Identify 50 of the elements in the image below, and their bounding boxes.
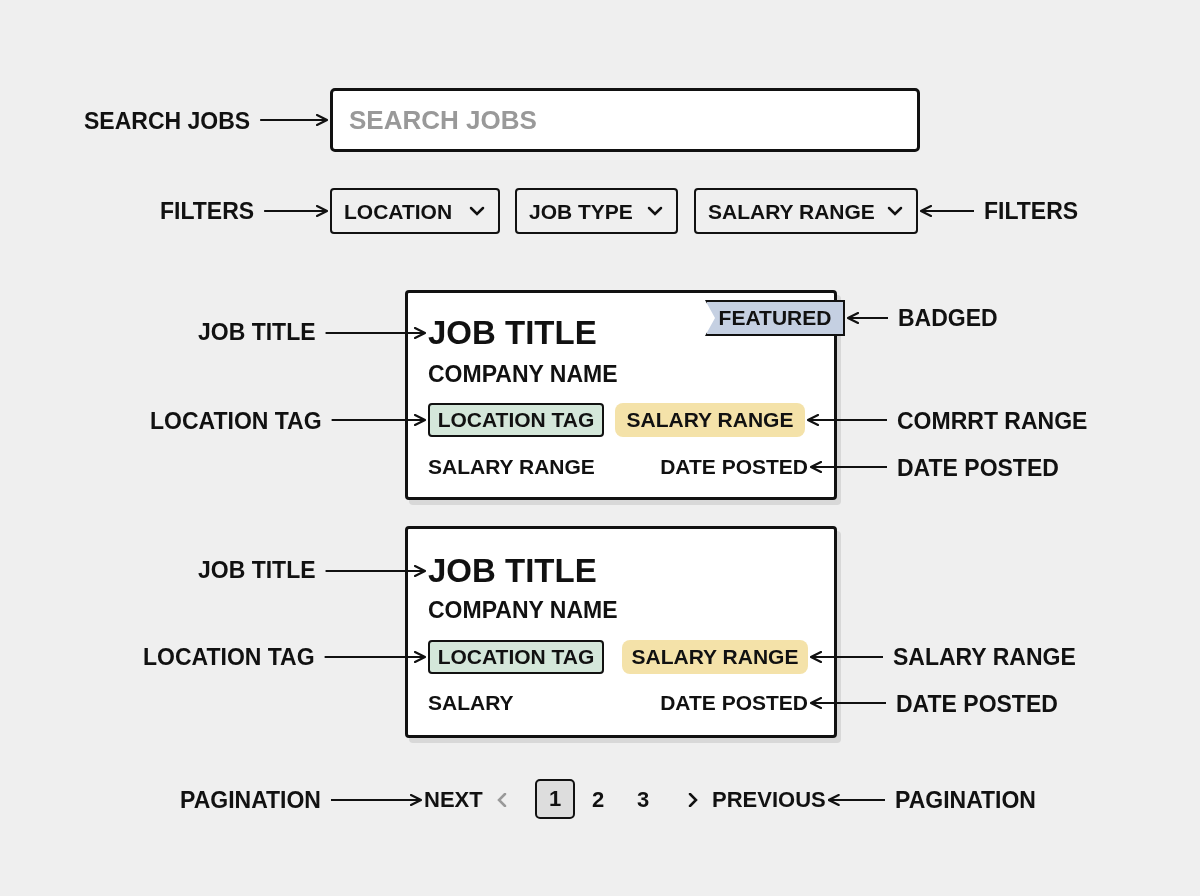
salary-tag: SALARY RANGE [622,640,808,674]
annotation-label: FILTERS [984,195,1079,227]
annotation-label: JOB TITLE [198,554,316,586]
arrow [324,650,427,664]
pagination-link: NEXT [424,784,483,816]
page-number-button: 1 [535,779,575,819]
pagination-link: PREVIOUS [712,784,826,816]
page-number: 3 [637,786,650,814]
card-text: SALARY [428,688,514,718]
company-name: COMPANY NAME [428,358,618,390]
location-tag: LOCATION TAG [428,403,604,437]
arrow [806,413,887,427]
annotation-label: FILTERS [160,195,255,227]
arrow [325,326,427,340]
card-text: DATE POSTED [660,452,808,482]
arrow [331,413,427,427]
filter-dropdown: LOCATION [330,188,500,234]
featured-badge: FEATURED [705,300,845,336]
annotation-label: JOB TITLE [198,316,316,348]
arrow [827,793,885,807]
annotation-label: SALARY RANGE [893,641,1076,673]
page-number: 2 [592,786,605,814]
location-tag: LOCATION TAG [428,640,604,674]
search-field: SEARCH JOBS [330,88,920,152]
salary-tag: SALARY RANGE [615,403,805,437]
filter-dropdown: SALARY RANGE [694,188,918,234]
arrow [809,460,887,474]
annotation-label: LOCATION TAG [150,405,322,437]
annotation-label: LOCATION TAG [143,641,315,673]
card-text: SALARY RANGE [428,452,595,482]
annotation-label: PAGINATION [180,784,321,816]
arrow [325,564,427,578]
arrow [264,204,329,218]
arrow [846,311,888,325]
annotation-label: BADGED [898,302,998,334]
arrow [809,650,883,664]
arrow [331,793,423,807]
company-name: COMPANY NAME [428,594,618,626]
arrow [260,113,329,127]
card-text: DATE POSTED [660,688,808,718]
job-title: JOB TITLE [428,550,597,592]
arrow [809,696,886,710]
annotation-label: SEARCH JOBS [84,105,251,137]
job-title: JOB TITLE [428,312,597,354]
arrow [919,204,974,218]
filter-dropdown: JOB TYPE [515,188,678,234]
annotation-label: COMRRT RANGE [897,405,1088,437]
annotation-label: DATE POSTED [897,452,1059,484]
annotation-label: DATE POSTED [896,688,1058,720]
annotation-label: PAGINATION [895,784,1036,816]
